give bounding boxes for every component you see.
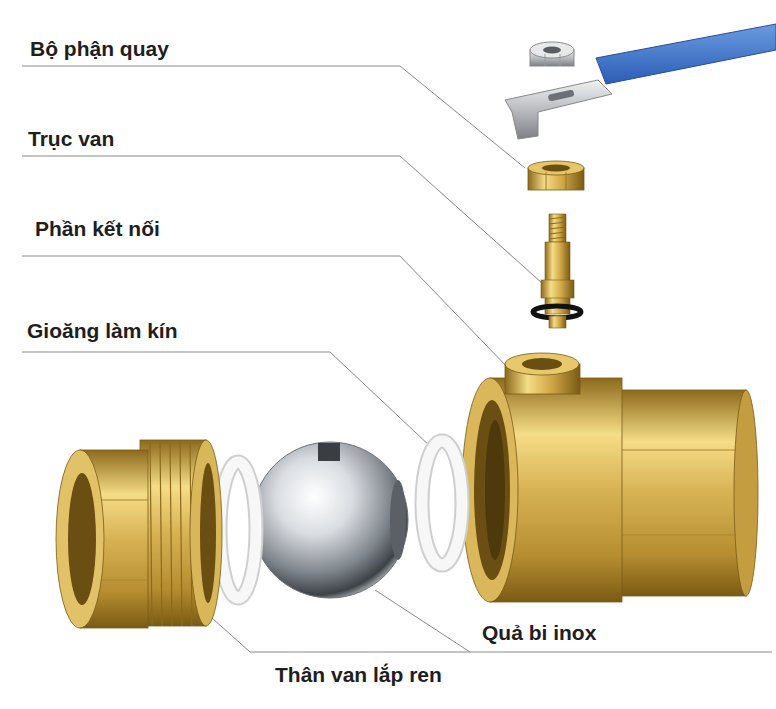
valve-body-part [734,390,758,596]
part-label: Trục van [28,126,114,151]
lever-handle [505,24,776,139]
valve-body-part [522,358,562,370]
threaded-end-cap-part [56,450,104,628]
valve-stem-part [549,217,566,239]
valve-body-part [485,420,505,560]
threaded-end-cap-part [68,473,96,605]
valve-body [462,353,758,602]
valve-stem-part-part [549,237,566,239]
valve-body-part [620,535,746,536]
lever-handle-part [596,24,776,84]
stainless-ball-part [252,442,408,598]
leader-lines-part [375,590,470,652]
valve-stem-part [549,214,566,242]
valve-body-part [505,353,579,375]
valve-body-part [474,400,510,580]
leader-lines-part [22,256,512,372]
seal-ring-left-part [220,462,256,598]
valve-stem-part [549,316,566,328]
valve-stem-part-part [549,227,566,229]
threaded-end-cap-part [190,440,222,626]
seal-ring-right-part [422,441,462,565]
seal-ring-right-part [422,441,462,565]
threaded-end-cap-part-part [170,440,172,626]
threaded-end-cap-part-part [180,440,182,626]
part-label: Thân van lắp ren [275,662,442,687]
seal-ring-right [422,441,462,565]
hex-nut-part [545,54,546,66]
part-label: Quả bi inox [482,620,596,645]
seal-ring-left [220,462,256,598]
packing-nut-part [542,165,570,172]
packing-nut-part [566,172,567,190]
hex-nut-part [543,47,561,54]
leader-lines-part [22,156,552,292]
stainless-ball-part [318,443,340,461]
hex-nut-part [560,54,561,66]
valve-stem-part [541,280,574,298]
leader-lines-part [250,652,772,653]
part-label: Gioăng làm kín [27,318,178,343]
hex-nut-part [530,42,574,58]
threaded-end-cap-part [150,440,192,626]
valve-body-part [620,450,746,451]
packing-nut-part [546,172,547,190]
lever-handle-part [548,89,575,101]
valve-body-part [462,378,518,602]
leader-lines-part [22,352,432,448]
stainless-ball [252,442,408,598]
leader-lines-part [212,618,250,652]
valve-stem-part-part [549,217,566,219]
valve-stem [533,214,581,328]
threaded-end-cap-part-part [160,440,162,626]
packing-nut [528,161,584,190]
valve-stem-part-part [549,222,566,224]
hex-nut [530,42,574,66]
valve-stem-part-part [549,232,566,234]
leader-lines [22,66,772,652]
part-label: Phần kết nối [35,216,160,241]
packing-nut-part [528,161,584,175]
threaded-end-cap [56,440,222,628]
valve-stem-part [545,242,570,314]
stainless-ball-part [390,480,406,560]
threaded-end-cap-part-part [150,440,152,626]
valve-body-part [620,390,746,596]
part-label: Bộ phận quay [30,36,169,61]
lever-handle-part [505,80,612,139]
seal-ring-left-part [220,462,256,598]
leader-lines-part [22,66,525,168]
threaded-end-cap-part [200,463,216,603]
